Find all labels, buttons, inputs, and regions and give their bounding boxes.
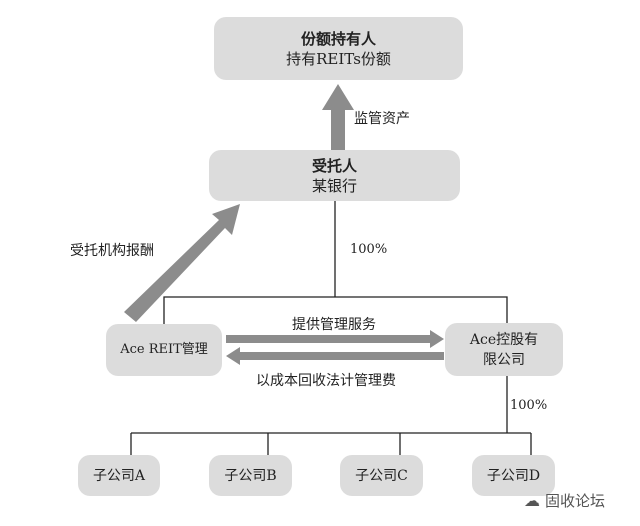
subsidiary-b: 子公司B <box>209 455 292 496</box>
manager-title: Ace REIT管理 <box>120 342 208 357</box>
subsidiary-label: 子公司B <box>224 467 277 484</box>
watermark-text: 固收论坛 <box>545 492 606 510</box>
arrow-services <box>226 330 444 348</box>
subsidiary-d: 子公司D <box>472 455 555 496</box>
line-ownership-bar <box>163 296 508 324</box>
label-holding-ownership: 100% <box>510 398 548 413</box>
holding-line1: Ace控股有 <box>469 331 539 348</box>
trustee-title: 受托人 <box>311 156 357 175</box>
watermark: ☁ 固收论坛 <box>524 490 605 511</box>
label-trustee-ownership: 100% <box>350 242 388 257</box>
manager-box: Ace REIT管理 <box>106 324 222 376</box>
label-services: 提供管理服务 <box>292 317 376 333</box>
holding-line2: 限公司 <box>483 351 525 368</box>
subsidiary-c: 子公司C <box>340 455 423 496</box>
trustee-subtitle: 某银行 <box>311 176 357 195</box>
label-supervise: 监管资产 <box>354 111 410 127</box>
holders-box: 份额持有人 持有REITs份额 <box>214 17 463 80</box>
holders-title: 份额持有人 <box>300 29 376 48</box>
holding-box: Ace控股有 限公司 <box>445 323 563 376</box>
subsidiary-label: 子公司C <box>355 467 408 484</box>
arrow-cost-recovery <box>226 347 444 365</box>
label-cost-recovery: 以成本回收法计管理费 <box>256 373 396 389</box>
trustee-box: 受托人 某银行 <box>209 150 460 201</box>
holders-subtitle: 持有REITs份额 <box>286 49 391 68</box>
subsidiary-a: 子公司A <box>78 455 160 496</box>
arrow-trustee-fee <box>124 204 240 322</box>
wechat-icon: ☁ <box>524 491 540 510</box>
subsidiary-label: 子公司A <box>92 467 146 484</box>
subsidiary-label: 子公司D <box>486 467 541 484</box>
label-trustee-fee: 受托机构报酬 <box>70 243 154 259</box>
arrow-supervise <box>322 84 354 180</box>
